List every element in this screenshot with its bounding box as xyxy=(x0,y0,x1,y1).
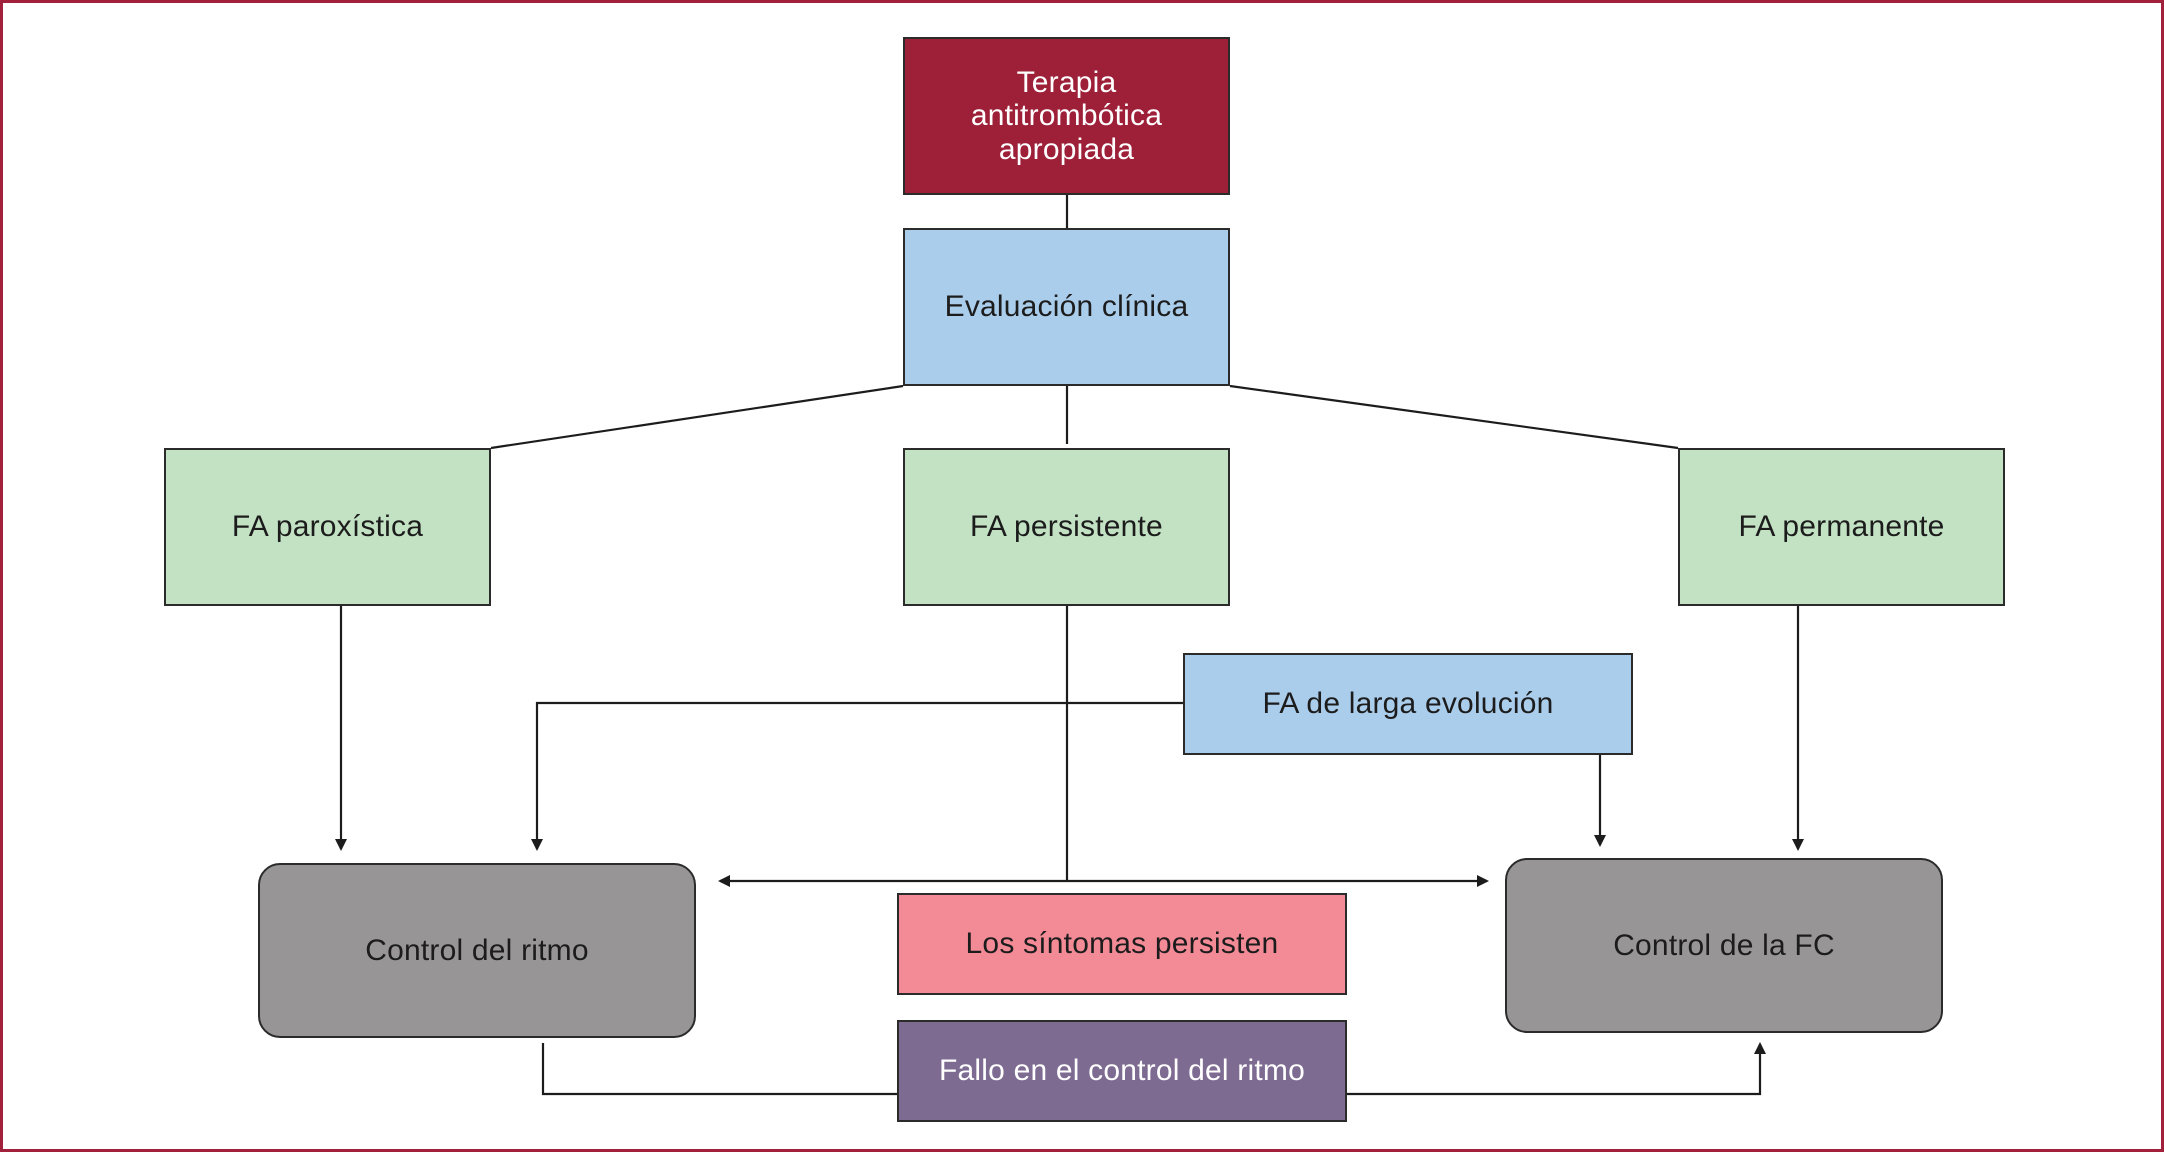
connector-evaluacion-permanente xyxy=(1229,384,1679,450)
connectors xyxy=(335,195,1804,1096)
arrow-fallo-fc xyxy=(1347,1042,1766,1096)
node-control-ritmo-label: Control del ritmo xyxy=(365,933,589,967)
node-terapia-label: Terapia antitrombótica apropiada xyxy=(970,65,1163,166)
node-fa-larga-evolucion: FA de larga evolución xyxy=(1183,653,1633,755)
connector-ritmo-fallo xyxy=(541,1043,897,1096)
node-paroxistica-label: FA paroxística xyxy=(231,510,424,544)
node-fa-persistente: FA persistente xyxy=(903,448,1230,606)
node-fa-paroxistica: FA paroxística xyxy=(164,448,491,606)
node-permanente-label: FA permanente xyxy=(1738,510,1945,544)
node-evaluacion-clinica: Evaluación clínica xyxy=(903,228,1230,386)
node-fallo-label: Fallo en el control del ritmo xyxy=(939,1054,1305,1088)
node-sintomas-persisten: Los síntomas persisten xyxy=(897,893,1347,995)
node-larga-evolucion-label: FA de larga evolución xyxy=(1262,687,1554,721)
node-control-ritmo: Control del ritmo xyxy=(258,863,696,1038)
node-evaluacion-label: Evaluación clínica xyxy=(944,290,1189,324)
arrow-larga-ritmo xyxy=(531,701,1183,851)
node-persistente-label: FA persistente xyxy=(970,510,1163,544)
node-sintomas-label: Los síntomas persisten xyxy=(965,927,1279,961)
node-terapia-antitrombotica: Terapia antitrombótica apropiada xyxy=(903,37,1230,195)
node-fallo-control-ritmo: Fallo en el control del ritmo xyxy=(897,1020,1347,1122)
node-fa-permanente: FA permanente xyxy=(1678,448,2005,606)
connector-evaluacion-paroxistica xyxy=(490,384,904,450)
node-control-fc-label: Control de la FC xyxy=(1613,928,1835,962)
node-control-fc: Control de la FC xyxy=(1505,858,1943,1033)
